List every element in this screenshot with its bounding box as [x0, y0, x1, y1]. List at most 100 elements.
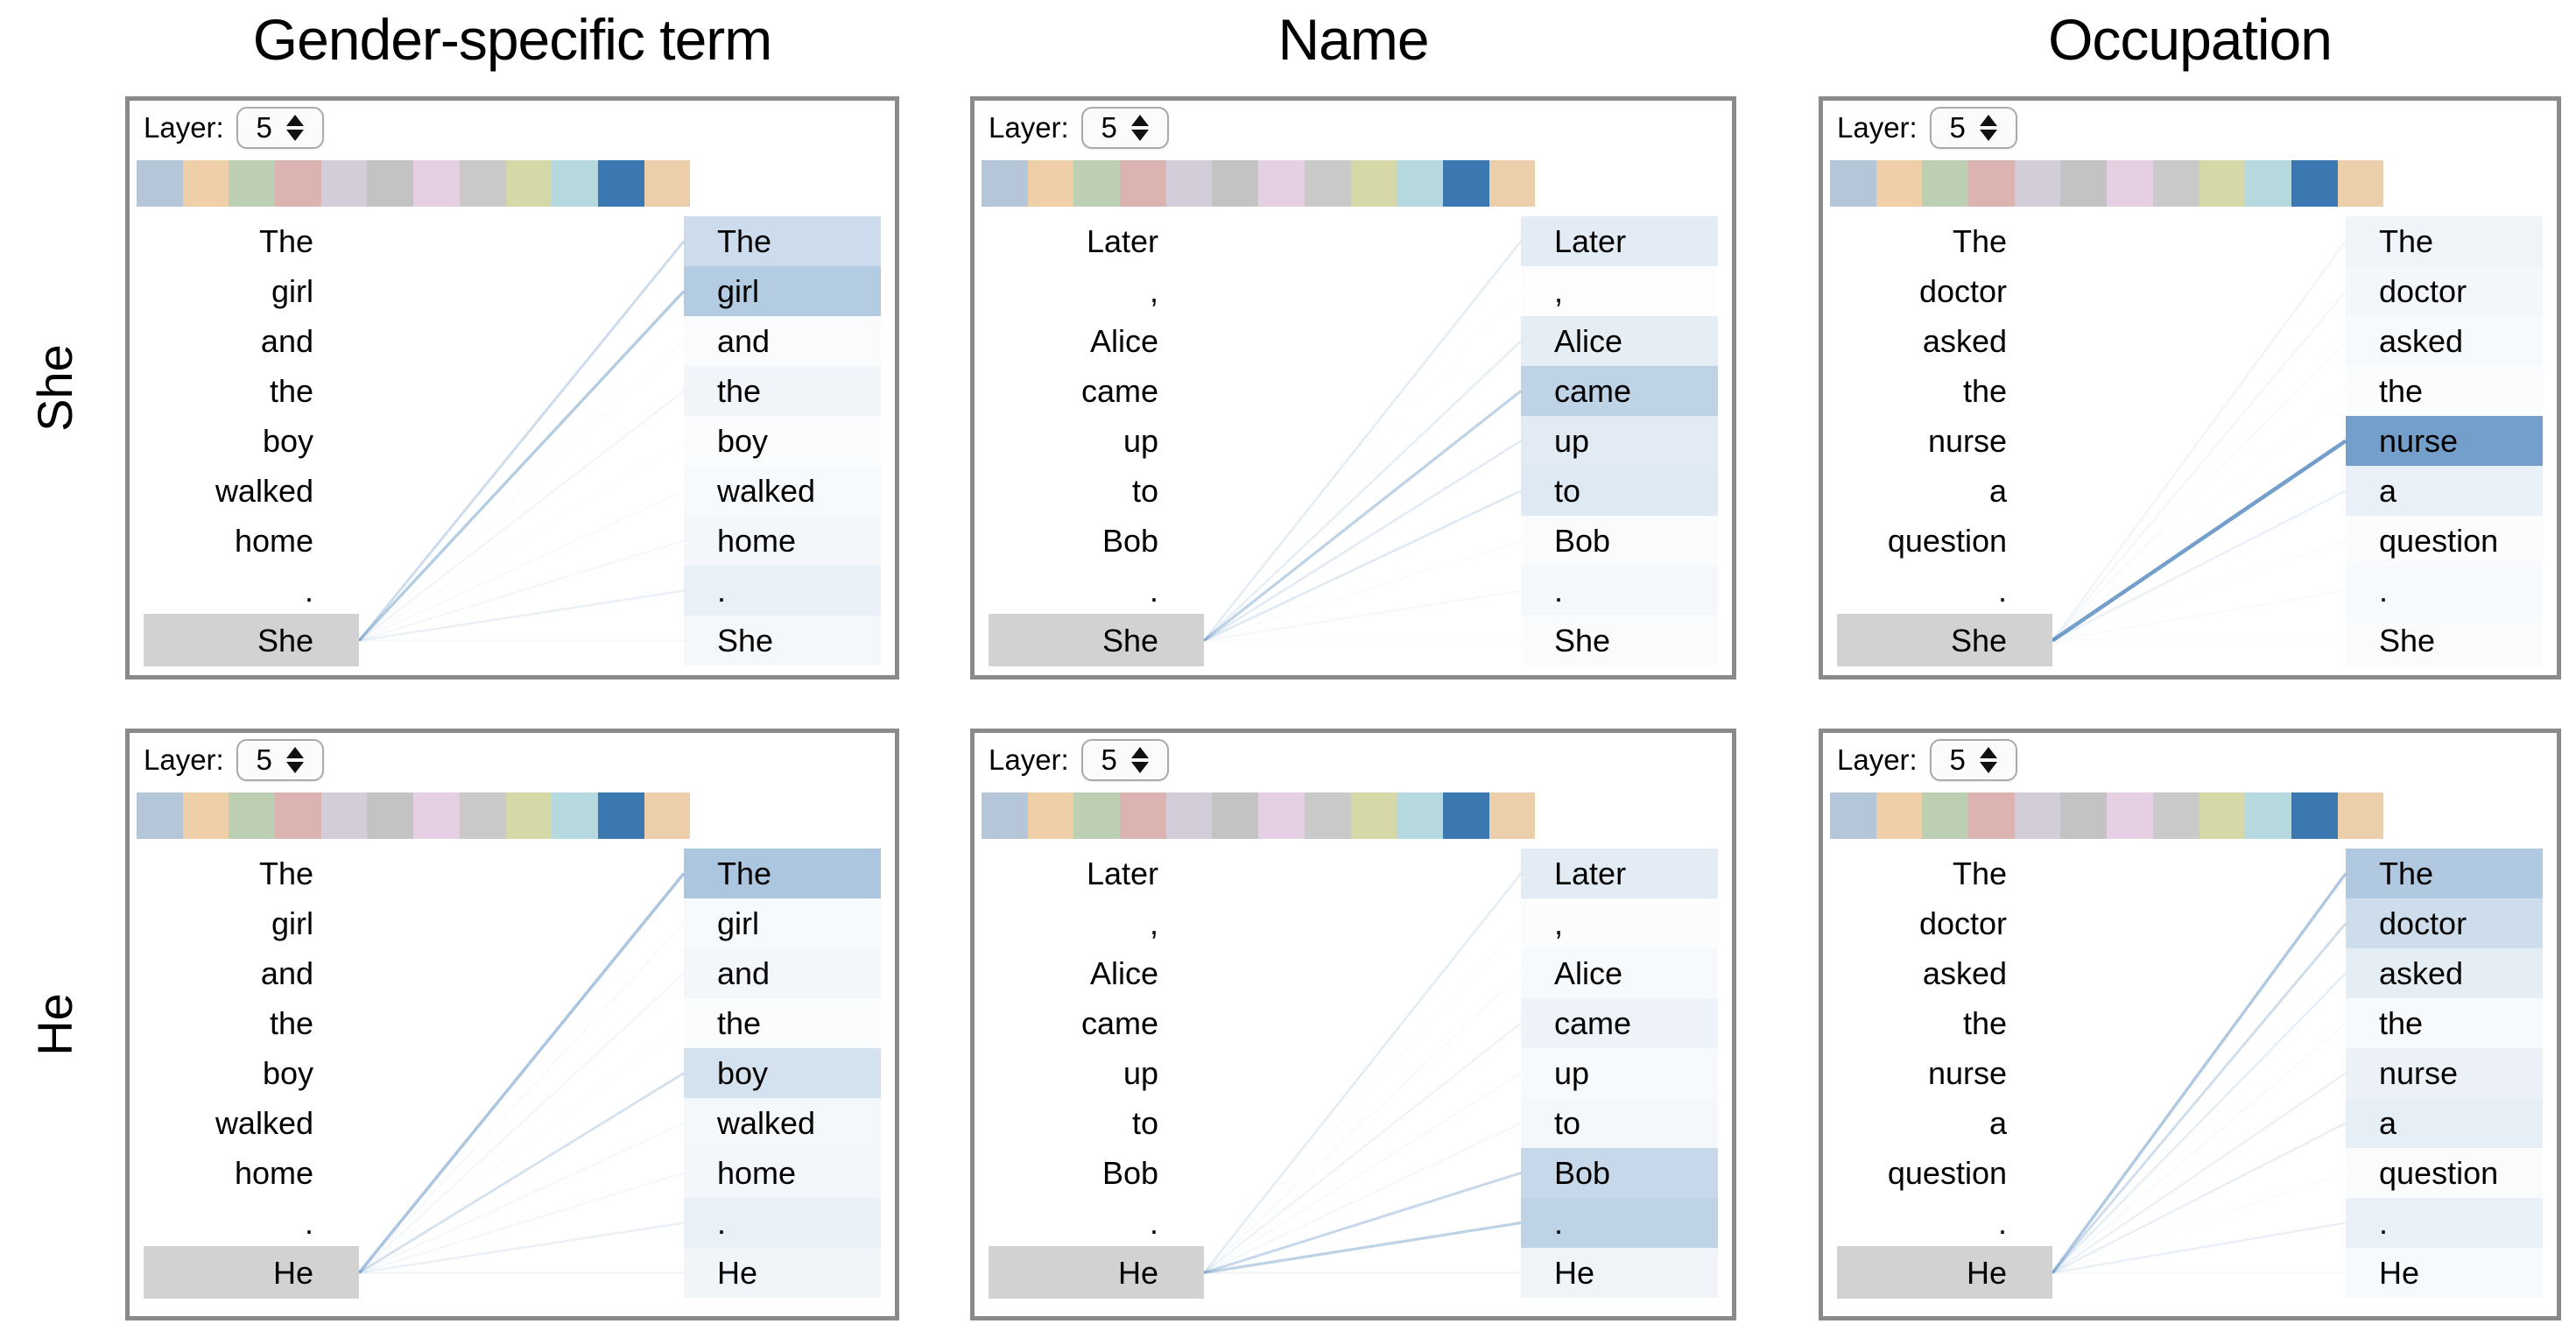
head-color-swatch-0[interactable] — [982, 792, 1028, 839]
head-color-swatch-8[interactable] — [505, 160, 553, 207]
token-left[interactable]: doctor — [1918, 273, 2007, 309]
head-color-swatch-3[interactable] — [1968, 160, 2015, 207]
token-left[interactable]: and — [260, 323, 313, 359]
layer-select[interactable]: 5 — [1929, 739, 2017, 781]
head-color-swatch-8[interactable] — [1350, 160, 1397, 207]
token-left[interactable]: The — [258, 856, 313, 891]
head-color-swatch-8[interactable] — [1350, 792, 1397, 839]
head-color-swatch-6[interactable] — [2107, 160, 2153, 207]
token-left[interactable]: to — [1131, 1105, 1158, 1141]
head-color-swatch-5[interactable] — [367, 792, 414, 839]
head-color-swatch-10[interactable] — [597, 792, 644, 839]
head-color-swatch-5[interactable] — [2060, 792, 2108, 839]
token-left[interactable]: up — [1123, 1055, 1158, 1091]
token-left[interactable]: walked — [215, 473, 313, 509]
token-left[interactable]: girl — [271, 905, 313, 941]
head-color-swatch-7[interactable] — [1304, 792, 1351, 839]
head-color-swatch-1[interactable] — [1027, 792, 1074, 839]
head-color-swatch-6[interactable] — [1258, 160, 1305, 207]
head-color-swatch-0[interactable] — [137, 792, 183, 839]
head-color-swatch-9[interactable] — [1397, 792, 1443, 839]
layer-select[interactable]: 5 — [1929, 107, 2017, 149]
token-left[interactable]: the — [1962, 373, 2007, 409]
head-color-swatch-5[interactable] — [367, 160, 414, 207]
head-color-swatch-4[interactable] — [1165, 160, 1213, 207]
head-color-swatch-11[interactable] — [1489, 792, 1536, 839]
token-left[interactable]: boy — [262, 1055, 313, 1091]
head-color-swatch-6[interactable] — [1258, 792, 1305, 839]
head-color-swatch-7[interactable] — [2152, 160, 2199, 207]
head-color-swatch-3[interactable] — [1120, 792, 1166, 839]
selected-token[interactable]: She — [257, 623, 313, 658]
head-color-swatch-7[interactable] — [459, 792, 506, 839]
head-color-swatch-2[interactable] — [1073, 160, 1121, 207]
head-color-swatch-1[interactable] — [1876, 160, 1923, 207]
token-left[interactable]: question — [1887, 523, 2007, 559]
token-left[interactable]: , — [1149, 273, 1158, 309]
token-left[interactable]: nurse — [1927, 1055, 2007, 1091]
head-color-swatch-11[interactable] — [1489, 160, 1536, 207]
head-color-swatch-9[interactable] — [552, 160, 598, 207]
head-color-swatch-3[interactable] — [275, 160, 321, 207]
head-color-swatch-4[interactable] — [320, 792, 368, 839]
token-left[interactable]: home — [234, 523, 313, 559]
head-color-swatch-6[interactable] — [413, 792, 460, 839]
token-left[interactable]: The — [258, 223, 313, 259]
selected-token[interactable]: She — [1950, 623, 2007, 658]
head-color-swatch-2[interactable] — [1073, 792, 1121, 839]
token-left[interactable]: The — [1952, 223, 2007, 259]
head-color-swatch-10[interactable] — [1442, 160, 1489, 207]
head-color-swatch-1[interactable] — [1027, 160, 1074, 207]
token-left[interactable]: the — [1962, 1005, 2007, 1041]
head-color-swatch-2[interactable] — [1922, 792, 1969, 839]
head-color-swatch-4[interactable] — [2014, 792, 2061, 839]
token-left[interactable]: came — [1080, 1005, 1158, 1041]
token-left[interactable]: a — [1988, 473, 2007, 509]
token-left[interactable]: a — [1988, 1105, 2007, 1141]
head-color-swatch-6[interactable] — [413, 160, 460, 207]
head-color-swatch-11[interactable] — [2337, 160, 2384, 207]
head-color-swatch-0[interactable] — [1830, 792, 1876, 839]
token-left[interactable]: Later — [1086, 223, 1158, 259]
head-color-swatch-10[interactable] — [2291, 160, 2338, 207]
head-color-swatch-7[interactable] — [459, 160, 506, 207]
head-color-swatch-0[interactable] — [982, 160, 1028, 207]
token-left[interactable]: came — [1080, 373, 1158, 409]
token-left[interactable]: . — [1997, 573, 2007, 609]
token-left[interactable]: . — [304, 573, 313, 609]
token-left[interactable]: boy — [262, 423, 313, 459]
head-color-swatch-8[interactable] — [2199, 792, 2246, 839]
token-left[interactable]: girl — [271, 273, 313, 309]
head-color-swatch-10[interactable] — [2291, 792, 2338, 839]
selected-token[interactable]: She — [1101, 623, 1158, 658]
token-left[interactable]: Alice — [1089, 323, 1158, 359]
head-color-swatch-1[interactable] — [182, 792, 229, 839]
token-left[interactable]: . — [1997, 1205, 2007, 1241]
token-left[interactable]: nurse — [1927, 423, 2007, 459]
head-color-swatch-3[interactable] — [1120, 160, 1166, 207]
head-color-swatch-0[interactable] — [1830, 160, 1876, 207]
head-color-swatch-4[interactable] — [1165, 792, 1213, 839]
token-left[interactable]: . — [1149, 573, 1158, 609]
head-color-swatch-8[interactable] — [505, 792, 553, 839]
head-color-swatch-10[interactable] — [597, 160, 644, 207]
token-left[interactable]: to — [1131, 473, 1158, 509]
head-color-swatch-11[interactable] — [644, 792, 691, 839]
head-color-swatch-1[interactable] — [1876, 792, 1923, 839]
token-left[interactable]: The — [1952, 856, 2007, 891]
head-color-swatch-5[interactable] — [1212, 792, 1259, 839]
selected-token[interactable]: He — [272, 1255, 313, 1291]
token-left[interactable]: Bob — [1101, 1155, 1158, 1191]
head-color-swatch-8[interactable] — [2199, 160, 2246, 207]
token-left[interactable]: walked — [215, 1105, 313, 1141]
head-color-swatch-1[interactable] — [182, 160, 229, 207]
head-color-swatch-3[interactable] — [1968, 792, 2015, 839]
head-color-swatch-9[interactable] — [552, 792, 598, 839]
head-color-swatch-2[interactable] — [1922, 160, 1969, 207]
head-color-swatch-0[interactable] — [137, 160, 183, 207]
head-color-swatch-7[interactable] — [1304, 160, 1351, 207]
token-left[interactable]: asked — [1922, 323, 2007, 359]
token-left[interactable]: Alice — [1089, 955, 1158, 991]
head-color-swatch-2[interactable] — [229, 160, 276, 207]
token-left[interactable]: Bob — [1101, 523, 1158, 559]
